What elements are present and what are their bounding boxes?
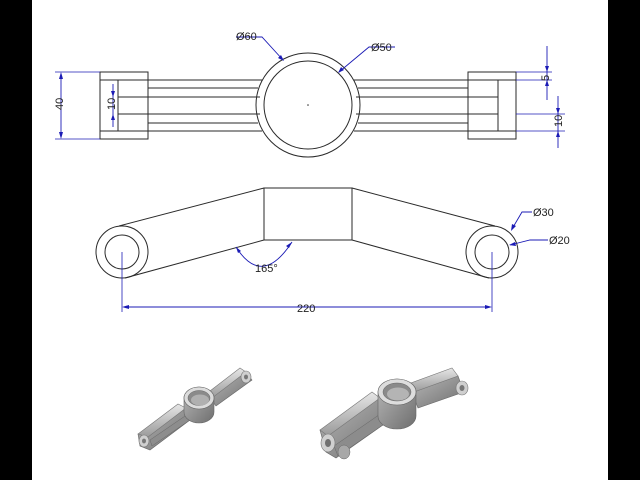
top-arms — [118, 79, 498, 132]
iso-view-left — [137, 367, 253, 451]
dim-slot-label: 10 — [106, 98, 118, 110]
hub-inner-circle — [263, 60, 353, 150]
dim-boss-hole-label: Ø20 — [549, 235, 570, 247]
dim-dia-inner-label: Ø50 — [371, 42, 392, 54]
dim-dia-outer-label: Ø60 — [236, 31, 257, 43]
iso-view-right — [319, 367, 469, 460]
right-end-block — [467, 71, 517, 140]
dim-height-label: 40 — [54, 98, 66, 110]
dim-angle-label: 165° — [255, 263, 278, 275]
hub-block — [263, 187, 353, 241]
front-view: 220 165° Ø30 Ø20 — [95, 187, 570, 315]
dim-wall-label: 5 — [540, 75, 552, 81]
top-view: 40 10 5 10 Ø60 Ø50 — [54, 31, 565, 158]
dim-boss-outer-label: Ø30 — [533, 207, 554, 219]
hub-outer-circle — [255, 52, 361, 158]
left-end-block — [99, 71, 149, 140]
dim-thickness-label: 10 — [553, 115, 565, 127]
dim-span-label: 220 — [297, 303, 315, 315]
